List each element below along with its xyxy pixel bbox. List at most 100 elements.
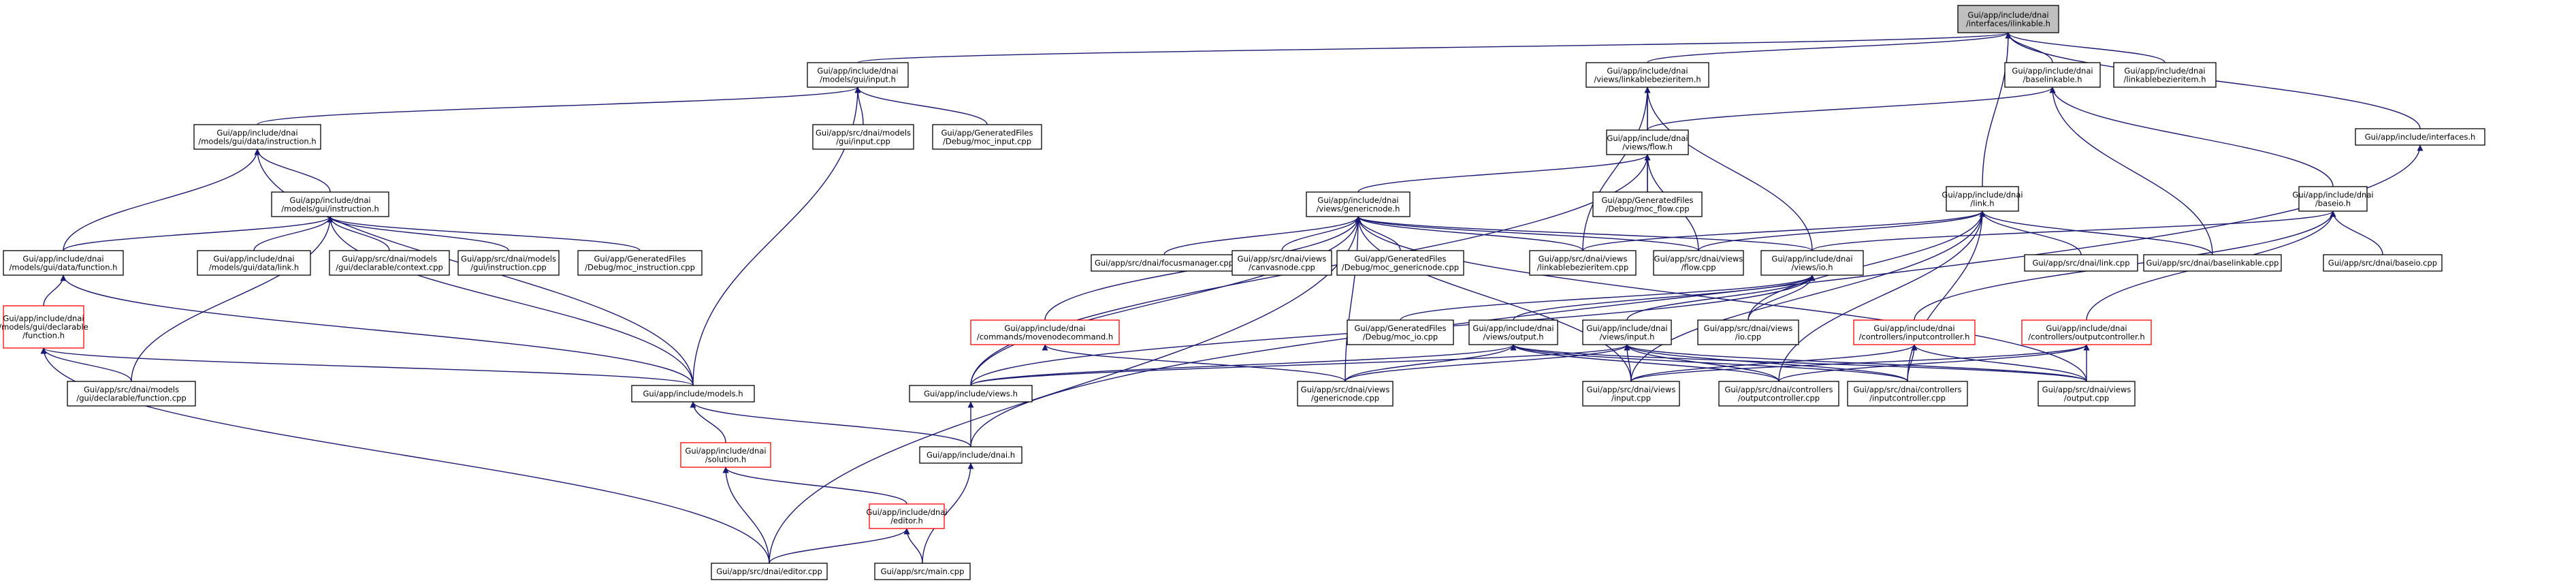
node-genericnode_cpp[interactable]: Gui/app/src/dnai/views/genericnode.cpp — [1297, 381, 1394, 407]
node-declarable_function_h[interactable]: Gui/app/include/dnai/models/gui/declarab… — [0, 305, 88, 349]
edge-io_cpp-to-link_h — [1748, 210, 1986, 321]
node-io_cpp[interactable]: Gui/app/src/dnai/views/io.cpp — [1697, 319, 1799, 345]
node-editor_h[interactable]: Gui/app/include/dnai/editor.h — [866, 503, 948, 529]
node-genericnode_h[interactable]: Gui/app/include/dnai/views/genericnode.h — [1306, 191, 1411, 217]
node-outputcontroller_h[interactable]: Gui/app/include/dnai/controllers/outputc… — [2021, 319, 2152, 345]
node-label-line: Gui/app/include/dnai — [1873, 324, 1954, 333]
node-box — [1468, 319, 1558, 345]
node-label-line: /Debug/moc_genericnode.cpp — [1342, 262, 1459, 272]
node-label-line: /models/gui/instruction.h — [281, 204, 379, 213]
node-linkablebezieritem[interactable]: Gui/app/include/dnai/views/linkablebezie… — [1585, 62, 1709, 88]
node-label-line: /Debug/moc_io.cpp — [1363, 332, 1438, 341]
edge-models_h-to-declarable_function_h — [40, 347, 694, 386]
node-box — [1592, 191, 1703, 217]
node-label-line: Gui/app/src/dnai/views — [1301, 385, 1390, 394]
node-flow_cpp[interactable]: Gui/app/src/dnai/views/flow.cpp — [1653, 250, 1744, 276]
node-linkable[interactable]: Gui/app/include/dnai/interfaces/ilinkabl… — [1957, 5, 2059, 33]
node-moc_input[interactable]: Gui/app/GeneratedFiles/Debug/moc_input.c… — [932, 124, 1042, 150]
edge-editor_cpp-to-genericnode_h — [769, 216, 1362, 564]
node-baselinkable_cpp[interactable]: Gui/app/src/dnai/baselinkable.cpp — [2143, 254, 2282, 272]
node-inputcontroller_cpp[interactable]: Gui/app/src/dnai/controllers/inputcontro… — [1847, 381, 1968, 407]
node-baseio_h[interactable]: Gui/app/include/dnai/baseio.h — [2292, 186, 2374, 212]
edge-declarable_function_cpp-to-gui_instruction_h — [131, 216, 334, 382]
node-label-line: /input.cpp — [1611, 393, 1651, 403]
node-label-line: /gui/declarable/function.cpp — [76, 393, 186, 403]
node-label-line: /linkablebezieritem.h — [2124, 74, 2206, 84]
edge-baselinkable_cpp-to-baselinkable — [2049, 86, 2213, 255]
node-box — [919, 446, 1023, 464]
node-moc_instruction[interactable]: Gui/app/GeneratedFiles/Debug/moc_instruc… — [577, 250, 703, 276]
node-canvasnode_cpp[interactable]: Gui/app/src/dnai/views/canvasnode.cpp — [1231, 250, 1332, 276]
node-label-line: /solution.h — [705, 454, 746, 464]
node-box — [869, 503, 945, 529]
node-linkablebezieritem_cpp[interactable]: Gui/app/src/dnai/views/linkablebezierite… — [1529, 250, 1637, 276]
node-label-line: Gui/app/src/dnai/link.cpp — [2032, 258, 2129, 268]
node-label-line: Gui/app/include/dnai — [817, 66, 898, 76]
edge-moc_io-to-io_h — [1400, 274, 1816, 321]
node-outputcontroller_cpp[interactable]: Gui/app/src/dnai/controllers/outputcontr… — [1718, 381, 1839, 407]
edge-instruction_h-to-models_gui_input — [257, 86, 861, 125]
node-flow_h[interactable]: Gui/app/include/dnai/views/flow.h — [1606, 129, 1689, 155]
node-label-line: /views/linkablebezieritem.h — [1594, 74, 1701, 84]
node-solution_h[interactable]: Gui/app/include/dnai/solution.h — [680, 442, 771, 468]
node-label-line: Gui/app/include/dnai — [1942, 190, 2023, 200]
node-declarable_function_cpp[interactable]: Gui/app/src/dnai/models/gui/declarable/f… — [67, 381, 196, 407]
node-interfaces_h[interactable]: Gui/app/include/interfaces.h — [2355, 128, 2485, 146]
node-views_input_h[interactable]: Gui/app/include/dnai/views/input.h — [1582, 319, 1672, 345]
node-main_cpp[interactable]: Gui/app/src/main.cpp — [874, 563, 971, 580]
node-baselinkable[interactable]: Gui/app/include/dnai/baselinkable.h — [2004, 62, 2101, 88]
node-label-line: Gui/app/GeneratedFiles — [941, 128, 1033, 138]
node-label-line: Gui/app/include/dnai — [2046, 324, 2127, 333]
node-label-line: Gui/app/src/dnai/views — [1654, 254, 1743, 264]
node-data_function_h[interactable]: Gui/app/include/dnai/models/gui/data/fun… — [3, 250, 124, 276]
node-focusmanager_cpp[interactable]: Gui/app/src/dnai/focusmanager.cpp — [1091, 254, 1238, 272]
node-label-line: /gui/instruction.cpp — [470, 262, 546, 272]
edge-genericnode_cpp-to-views_input_h — [1345, 344, 1630, 382]
node-gui_link_h[interactable]: Gui/app/include/dnai/models/gui/data/lin… — [197, 250, 311, 276]
node-instruction_cpp[interactable]: Gui/app/src/dnai/models/gui/instruction.… — [457, 250, 560, 276]
node-moc_flow[interactable]: Gui/app/GeneratedFiles/Debug/moc_flow.cp… — [1592, 191, 1703, 217]
node-models_gui_input[interactable]: Gui/app/include/dnai/models/gui/input.h — [807, 62, 909, 88]
node-output_h[interactable]: Gui/app/include/dnai/views/output.h — [1468, 319, 1558, 345]
node-label-line: Gui/app/include/dnai — [1472, 324, 1553, 333]
node-output_cpp[interactable]: Gui/app/src/dnai/views/output.cpp — [2038, 381, 2136, 407]
node-box — [1946, 186, 2019, 212]
node-input_cpp[interactable]: Gui/app/src/dnai/models/gui/input.cpp — [812, 124, 914, 150]
edge-genericnode_cpp-to-genericnode_h — [1345, 216, 1362, 382]
node-movenodecommand_h[interactable]: Gui/app/include/dnai/commands/movenodeco… — [970, 319, 1120, 345]
edge-main_cpp-to-editor_h — [903, 528, 923, 564]
node-gui_instruction_h[interactable]: Gui/app/include/dnai/models/gui/instruct… — [271, 191, 389, 217]
node-views_input_cpp[interactable]: Gui/app/src/dnai/views/input.cpp — [1582, 381, 1680, 407]
node-link_h[interactable]: Gui/app/include/dnai/link.h — [1942, 186, 2023, 212]
node-label-line: Gui/app/include/dnai — [1607, 133, 1688, 143]
node-inputcontroller_h[interactable]: Gui/app/include/dnai/controllers/inputco… — [1853, 319, 1976, 345]
node-linkablebezieritem2[interactable]: Gui/app/include/dnai/linkablebezieritem.… — [2113, 62, 2217, 88]
edge-editor_cpp-to-declarable_function_h — [40, 347, 770, 564]
edge-editor_cpp-to-editor_h — [769, 528, 910, 564]
node-baseio_cpp[interactable]: Gui/app/src/dnai/baseio.cpp — [2323, 254, 2443, 272]
node-moc_io[interactable]: Gui/app/GeneratedFiles/Debug/moc_io.cpp — [1347, 319, 1454, 345]
node-dnai_h[interactable]: Gui/app/include/dnai.h — [919, 446, 1023, 464]
node-box — [457, 250, 560, 276]
node-label-line: /Debug/moc_instruction.cpp — [585, 262, 695, 272]
node-views_h[interactable]: Gui/app/include/views.h — [909, 385, 1033, 403]
node-label-line: /views/flow.h — [1622, 142, 1673, 151]
node-label-line: /controllers/outputcontroller.h — [2028, 332, 2144, 341]
edge-outputcontroller_cpp-to-link_h — [1778, 210, 1986, 382]
node-label-line: /models/gui/input.h — [820, 74, 896, 84]
node-label-line: /link.h — [1970, 198, 1994, 208]
node-instruction_h[interactable]: Gui/app/include/dnai/models/gui/data/ins… — [193, 124, 321, 150]
node-editor_cpp[interactable]: Gui/app/src/dnai/editor.cpp — [711, 563, 828, 580]
node-link_cpp[interactable]: Gui/app/src/dnai/link.cpp — [2024, 254, 2138, 272]
edge-linkablebezieritem_cpp-to-link_h — [1582, 210, 1986, 251]
node-label-line: /flow.cpp — [1681, 262, 1716, 272]
node-models_h[interactable]: Gui/app/include/models.h — [631, 385, 755, 403]
edge-flow_cpp-to-genericnode_h — [1355, 216, 1699, 251]
node-io_h[interactable]: Gui/app/include/dnai/views/io.h — [1760, 250, 1864, 276]
edge-models_h-to-gui_instruction_h — [327, 216, 694, 386]
edge-solution_h-to-models_h — [690, 401, 726, 443]
node-context_cpp[interactable]: Gui/app/src/dnai/models/gui/declarable/c… — [329, 250, 450, 276]
node-box — [2038, 381, 2136, 407]
node-moc_genericnode[interactable]: Gui/app/GeneratedFiles/Debug/moc_generic… — [1336, 250, 1464, 276]
